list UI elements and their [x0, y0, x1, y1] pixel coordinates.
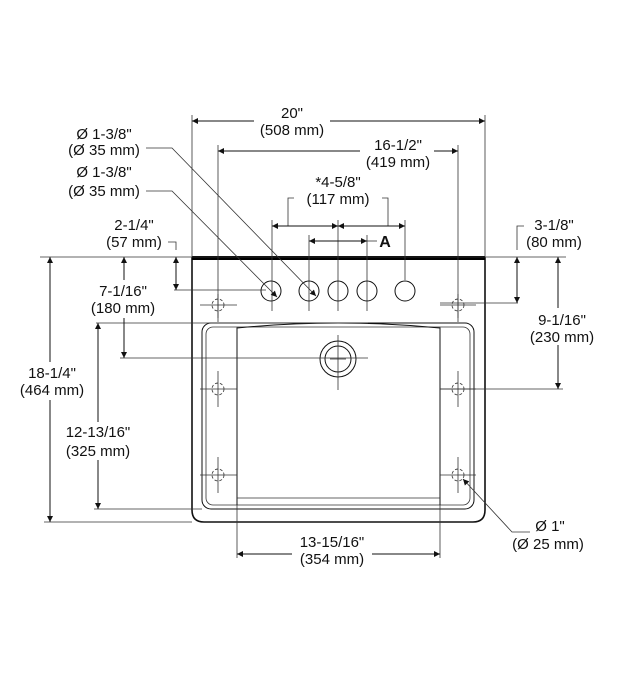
- dimension-imperial: 18-1/4": [28, 365, 76, 382]
- dimension-metric: (230 mm): [530, 329, 594, 346]
- dimension-metric: (325 mm): [66, 443, 130, 460]
- dimension-faucet-spread: *4-5/8" (117 mm): [272, 174, 405, 229]
- dimension-metric: (Ø 35 mm): [68, 142, 140, 159]
- dimension-mount-setback: 3-1/8" (80 mm): [514, 217, 582, 303]
- dimension-metric: (Ø 25 mm): [512, 536, 584, 553]
- callout-hole-diameter-1: Ø 1-3/8" (Ø 35 mm): [68, 126, 317, 297]
- dimension-hole-setback: 2-1/4" (57 mm): [106, 217, 179, 290]
- dimension-metric: (Ø 35 mm): [68, 183, 140, 200]
- dimension-imperial: 2-1/4": [114, 217, 154, 234]
- dimension-mount-depth: 9-1/16" (230 mm): [530, 257, 594, 389]
- mounting-hole: [200, 371, 237, 407]
- dimension-imperial: 20": [281, 105, 303, 122]
- dimension-imperial: 9-1/16": [538, 312, 586, 329]
- sink-outline: [191, 256, 486, 523]
- drain-icon: [319, 335, 357, 390]
- callout-mount-hole-diameter: Ø 1" (Ø 25 mm): [462, 478, 584, 553]
- dimension-imperial: *4-5/8": [315, 174, 360, 191]
- dimension-overall-depth: 18-1/4" (464 mm): [20, 257, 84, 522]
- dimension-metric: (464 mm): [20, 382, 84, 399]
- dimension-metric: (80 mm): [526, 234, 582, 251]
- dimension-metric: (419 mm): [366, 154, 430, 171]
- dimension-metric: (354 mm): [300, 551, 364, 568]
- label-a: A: [379, 234, 391, 251]
- dimension-basin-width: 13-15/16" (354 mm): [237, 534, 440, 568]
- dimension-imperial: 13-15/16": [300, 534, 365, 551]
- dimension-metric: (117 mm): [306, 191, 369, 208]
- mounting-hole: [440, 457, 476, 493]
- dimension-metric: (57 mm): [106, 234, 162, 251]
- dimension-imperial: Ø 1-3/8": [76, 126, 131, 143]
- dimension-imperial: 16-1/2": [374, 137, 422, 154]
- dimension-basin-depth: 12-13/16" (325 mm): [66, 323, 131, 509]
- faucet-hole: [394, 280, 416, 302]
- dimension-mounting-width: 16-1/2" (419 mm): [218, 137, 458, 171]
- dimension-overall-width: 20" (508 mm): [192, 105, 485, 139]
- dimension-drain-setback: 7-1/16" (180 mm): [91, 257, 155, 358]
- mounting-hole: [200, 457, 237, 493]
- dimension-imperial: 12-13/16": [66, 424, 131, 441]
- dimension-metric: (180 mm): [91, 300, 155, 317]
- dimension-metric: (508 mm): [260, 122, 324, 139]
- dimension-imperial: Ø 1": [535, 518, 565, 535]
- dimension-imperial: 3-1/8": [534, 217, 574, 234]
- dimension-a: A: [309, 234, 391, 251]
- faucet-hole: [260, 280, 282, 302]
- dimension-imperial: Ø 1-3/8": [76, 164, 131, 181]
- dimension-imperial: 7-1/16": [99, 283, 147, 300]
- callout-hole-diameter-2: Ø 1-3/8" (Ø 35 mm): [68, 164, 278, 298]
